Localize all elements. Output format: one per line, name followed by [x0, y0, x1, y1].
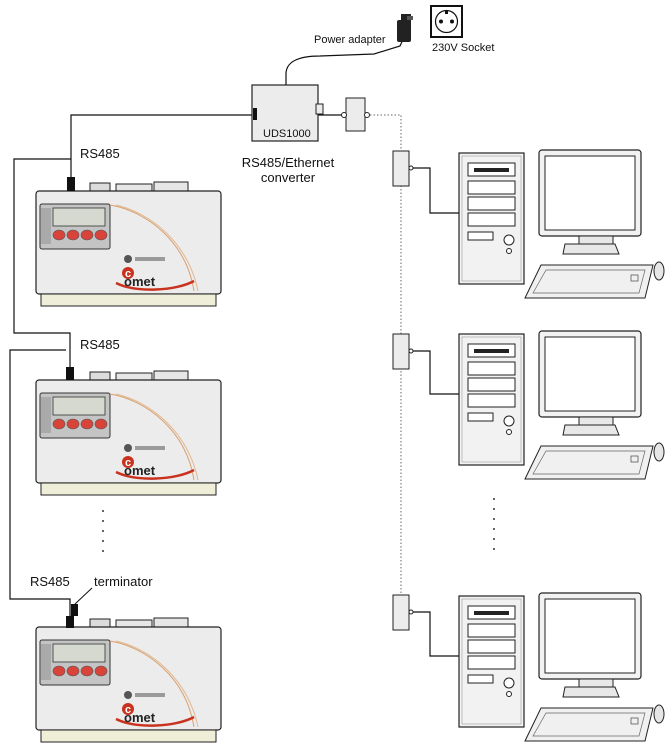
cables: [9, 34, 459, 657]
pc-workstation-1: [458, 149, 665, 299]
cable-converter-to-logger-1: [70, 114, 252, 186]
logo-initial-3: c: [125, 704, 131, 716]
power-adapter-label: Power adapter: [314, 34, 386, 46]
pc-workstation-3: [458, 592, 665, 742]
cable-power-adapter: [285, 34, 406, 85]
ethernet-node-2: [392, 333, 414, 370]
ethernet-node-1: [392, 150, 414, 187]
socket-icon: [430, 5, 463, 38]
rs485-connectors: [66, 177, 75, 628]
ethernet-node-3: [392, 594, 414, 631]
converter-model-label: UDS1000: [263, 128, 311, 140]
converter-desc-line1: RS485/Ethernet: [241, 155, 335, 170]
cable-pc-3: [413, 611, 459, 657]
logo-initial-1: c: [125, 268, 131, 280]
pc-workstation-2: [458, 330, 665, 480]
uds1000-converter: [251, 84, 324, 142]
logo-initial-2: c: [125, 457, 131, 469]
ellipsis-pcs: [493, 498, 495, 550]
cable-rs485-loop-1: [13, 158, 71, 379]
terminator-icon: [71, 587, 93, 616]
rs485-label-1: RS485: [80, 146, 120, 161]
ethernet-switch-top: [341, 97, 370, 132]
converter-desc-line2: converter: [260, 170, 316, 185]
rs485-label-2: RS485: [80, 337, 120, 352]
logo-text-3: omet: [124, 710, 156, 725]
ellipsis-loggers: [102, 510, 104, 552]
rs485-label-3: RS485: [30, 574, 70, 589]
cable-rs485-loop-2: [9, 349, 71, 625]
socket-label: 230V Socket: [432, 42, 495, 54]
logo-text-2: omet: [124, 463, 156, 478]
terminator-label: terminator: [94, 574, 153, 589]
cable-pc-2: [413, 350, 459, 395]
logo-text-1: omet: [124, 274, 156, 289]
power-adapter-icon: [397, 14, 413, 42]
cable-pc-1: [413, 167, 459, 214]
